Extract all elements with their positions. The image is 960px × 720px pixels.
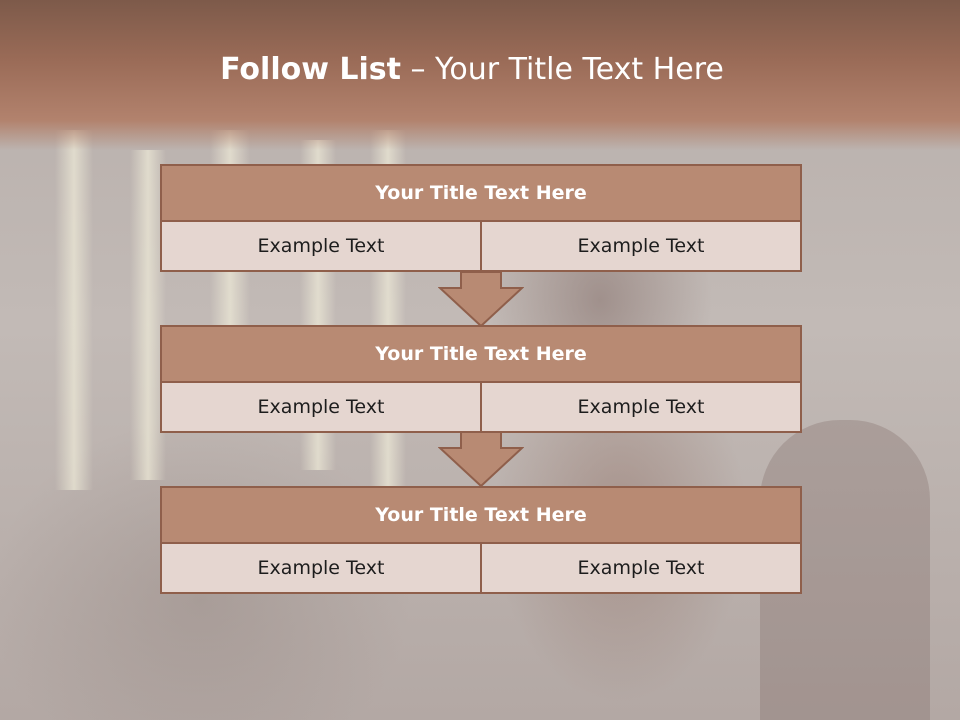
step-right-text: Example Text	[482, 222, 802, 272]
step-title: Your Title Text Here	[160, 164, 802, 222]
step-row: Example Text Example Text	[160, 544, 802, 594]
slide-title-rest: – Your Title Text Here	[400, 52, 724, 87]
down-arrow-icon	[438, 272, 524, 328]
follow-list-step-3: Your Title Text Here Example Text Exampl…	[160, 486, 802, 594]
slide-title-bold: Follow List	[220, 52, 401, 87]
step-row: Example Text Example Text	[160, 383, 802, 433]
step-title: Your Title Text Here	[160, 486, 802, 544]
step-row: Example Text Example Text	[160, 222, 802, 272]
step-left-text: Example Text	[160, 383, 482, 433]
step-right-text: Example Text	[482, 383, 802, 433]
step-left-text: Example Text	[160, 544, 482, 594]
follow-list-step-1: Your Title Text Here Example Text Exampl…	[160, 164, 802, 272]
step-left-text: Example Text	[160, 222, 482, 272]
down-arrow-icon	[438, 432, 524, 488]
candle-highlight	[55, 130, 93, 490]
title-band	[0, 0, 960, 150]
slide-title: Follow List – Your Title Text Here	[0, 52, 944, 87]
step-title: Your Title Text Here	[160, 325, 802, 383]
follow-list-step-2: Your Title Text Here Example Text Exampl…	[160, 325, 802, 433]
step-right-text: Example Text	[482, 544, 802, 594]
